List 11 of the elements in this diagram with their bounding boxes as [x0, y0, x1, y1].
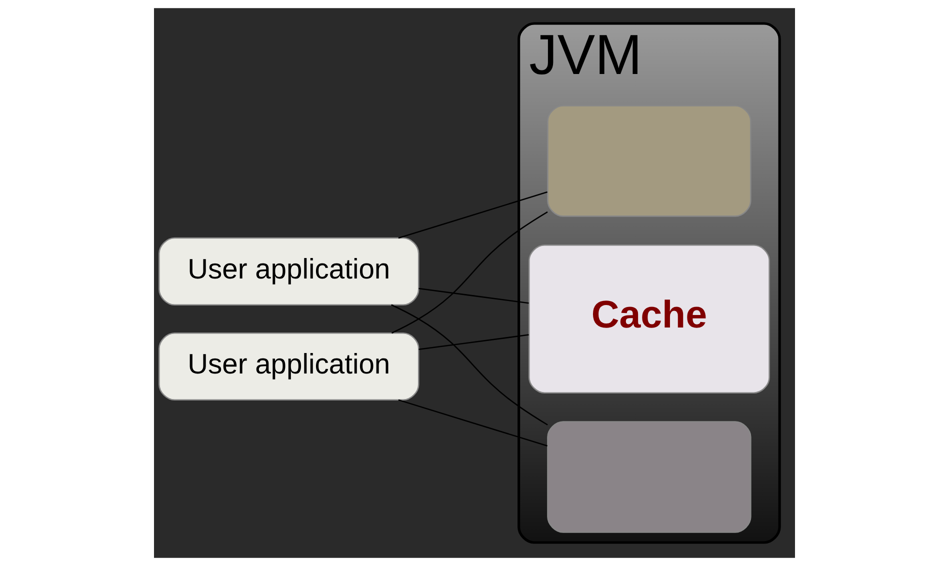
connector [398, 399, 547, 446]
connector [398, 191, 547, 239]
connector [418, 288, 528, 304]
node-box: Cache [528, 244, 770, 394]
node-box: User application [158, 237, 419, 306]
connector [390, 304, 548, 426]
connector [418, 334, 528, 350]
node-box [546, 421, 751, 533]
node-box [546, 105, 751, 217]
connector [390, 211, 548, 334]
node-box: User application [158, 332, 419, 401]
